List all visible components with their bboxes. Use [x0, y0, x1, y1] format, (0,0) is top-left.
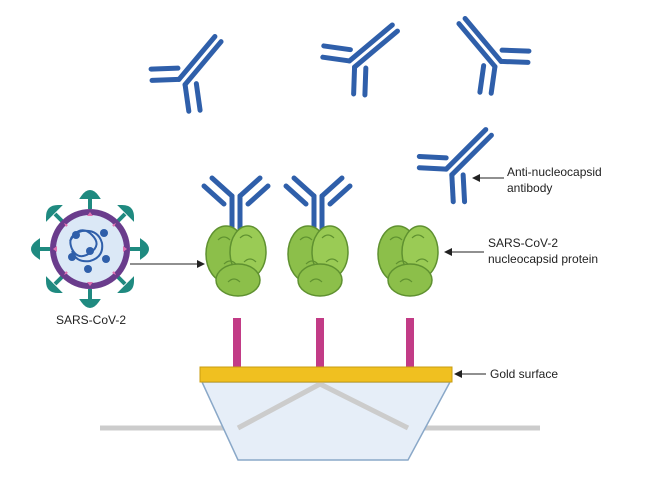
- free-antibody-2: [318, 3, 416, 100]
- linker-3: [406, 318, 414, 368]
- beam-reflection: [236, 381, 410, 431]
- nucleocapsid-protein-3: [377, 225, 439, 297]
- prism: [200, 381, 452, 461]
- sars-cov-2-virus: [31, 190, 149, 308]
- antibody-arrow: [472, 174, 504, 182]
- gold-surface: [199, 366, 453, 383]
- linker-1: [233, 318, 241, 368]
- linker-2: [316, 318, 324, 368]
- nucleocapsid-protein-2: [287, 225, 349, 297]
- virus-label: SARS-CoV-2: [56, 313, 126, 327]
- free-antibody-4: [414, 110, 512, 208]
- antibody-label-line1: Anti-nucleocapsid: [507, 165, 602, 179]
- gold-surface-arrow: [454, 370, 486, 378]
- protein-label-line1: SARS-CoV-2: [488, 236, 558, 250]
- protein-arrow: [444, 248, 484, 256]
- gold-surface-label: Gold surface: [490, 367, 558, 381]
- nucleocapsid-protein-1: [205, 225, 267, 297]
- free-antibody-1: [146, 19, 243, 117]
- virus-arrow: [130, 260, 205, 268]
- free-antibody-3: [437, 1, 534, 99]
- antibody-label-line2: antibody: [507, 181, 552, 195]
- protein-label-line2: nucleocapsid protein: [488, 252, 598, 266]
